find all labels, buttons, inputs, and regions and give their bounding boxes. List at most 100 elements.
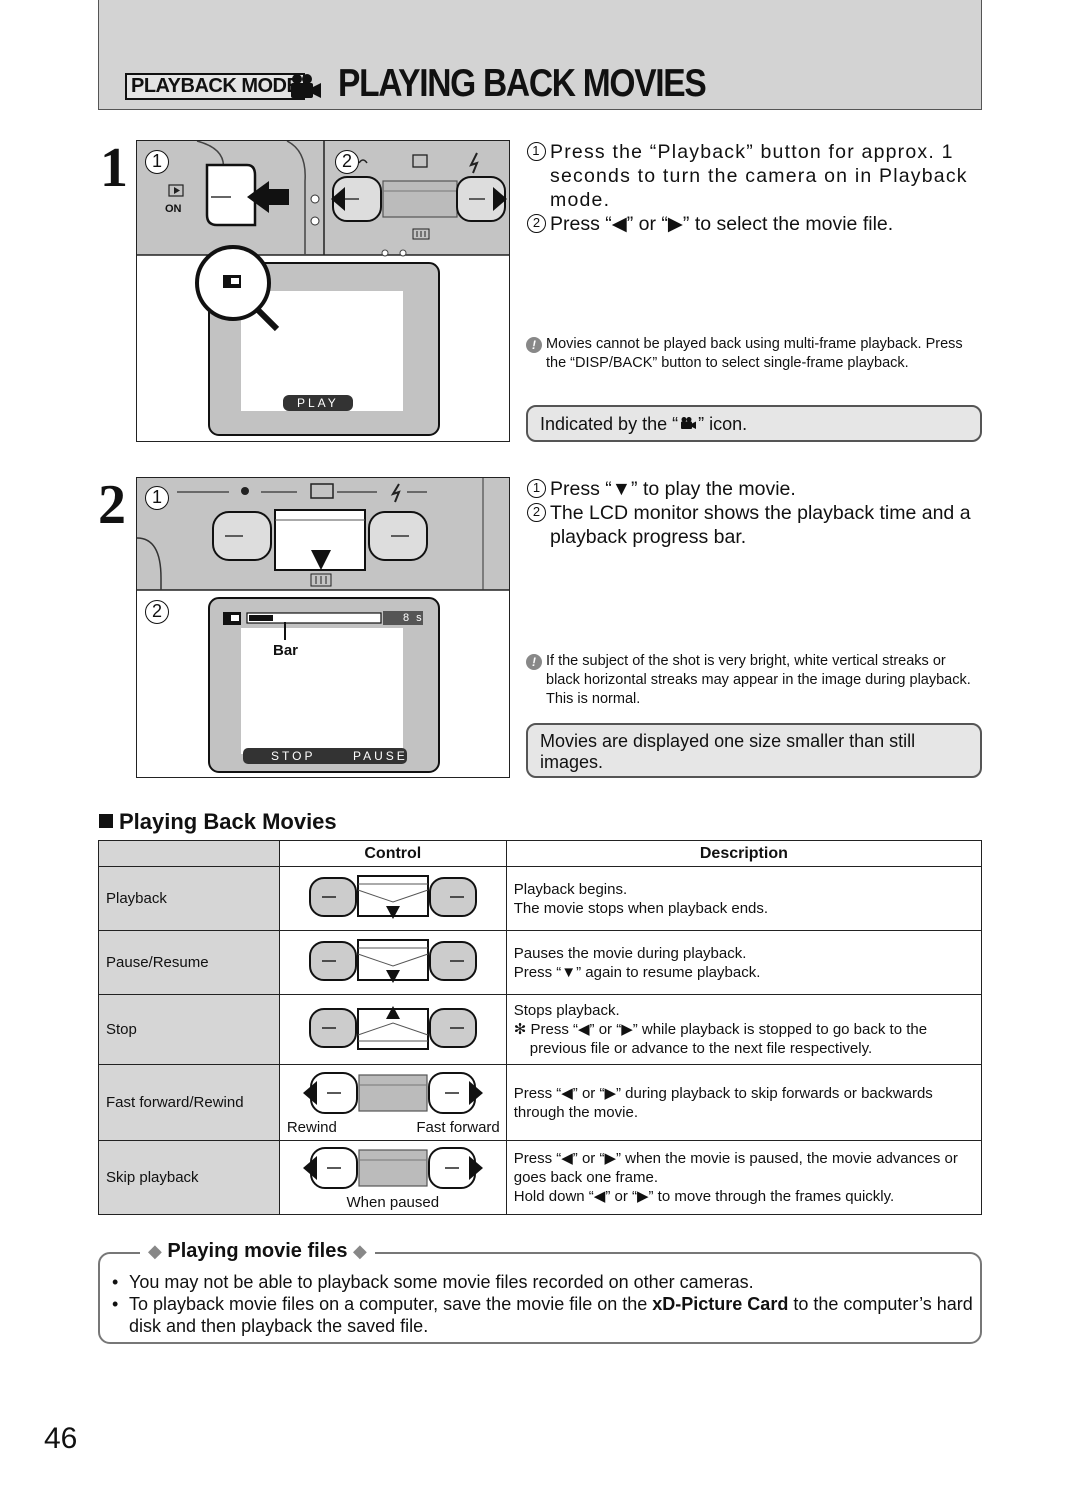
desc-line: ✻ Press “◀” or “▶” while playback is sto… (513, 1021, 928, 1057)
bullet-text: To playback movie files on a computer, s… (129, 1294, 653, 1314)
table-row: Pause/Resume Pauses the movie during pla… (98, 930, 983, 995)
row-label: Pause/Resume (98, 930, 280, 995)
bullet-text-bold: xD-Picture Card (652, 1294, 789, 1314)
note-streaks: ! If the subject of the shot is very bri… (526, 652, 983, 709)
note-text: If the subject of the shot is very brigh… (546, 653, 971, 707)
left-right-button-diagram: Rewind Fast forward (278, 1064, 507, 1141)
table-row: Playback Playback begins.The movie stops… (98, 866, 983, 931)
row-label: Skip playback (98, 1140, 280, 1215)
page-title: PLAYING BACK MOVIES (338, 62, 707, 105)
table-header-empty (98, 840, 280, 867)
instruction-text: Press the “Playback” button for approx. … (550, 141, 968, 211)
step2-camera-illustration (137, 478, 509, 773)
row-label: Playback (98, 866, 280, 931)
instruction-marker: 2 (527, 503, 546, 522)
down-button-diagram (278, 866, 507, 931)
lcd-stop-pause-chip (243, 748, 407, 764)
marker-1: 1 (145, 486, 169, 510)
movie-camera-icon (681, 417, 697, 429)
movie-files-title: Playing movie files (167, 1240, 348, 1262)
fast-forward-caption: Fast forward (416, 1119, 500, 1136)
table-row: Fast forward/Rewind Rewind Fast forward … (98, 1064, 983, 1141)
instruction-marker: 2 (527, 214, 546, 233)
step1-figure: 1 2 ON PLAY (136, 140, 510, 442)
bullet-text: to the computer’s hard disk and then pla… (129, 1294, 973, 1336)
down-button-diagram (278, 930, 507, 995)
row-description: Press “◀” or “▶” during playback to skip… (505, 1064, 983, 1141)
controls-table: Control Description Playback Playback be… (98, 840, 983, 1215)
callout-movie-icon: Indicated by the “ ” icon. (526, 405, 982, 442)
note-multiframe: ! Movies cannot be played back using mul… (526, 335, 983, 373)
left-right-button-diagram: When paused (278, 1140, 507, 1215)
section-title: Playing Back Movies (119, 809, 337, 834)
instruction-marker: 1 (527, 479, 546, 498)
desc-line: Hold down “◀” or “▶” to move through the… (513, 1188, 895, 1205)
note-text: Movies cannot be played back using multi… (546, 336, 963, 371)
lcd-play-label: PLAY (297, 396, 339, 410)
marker-2: 2 (145, 600, 169, 624)
caution-icon: ! (526, 654, 542, 670)
instruction-1: 1 Press the “Playback” button for approx… (527, 140, 983, 212)
desc-line: Press “▼” again to resume playback. (513, 963, 761, 981)
bar-label: Bar (273, 642, 299, 659)
lcd-pause-label: PAUSE (353, 749, 408, 763)
left-right-buttons-icon (302, 1072, 483, 1114)
marker-2: 2 (335, 150, 359, 174)
instruction-text: Press “◀” or “▶” to select the movie fil… (550, 213, 894, 235)
row-description: Playback begins.The movie stops when pla… (505, 866, 983, 931)
list-item: You may not be able to playback some mov… (112, 1271, 976, 1293)
square-bullet-icon (99, 814, 113, 828)
desc-line: The movie stops when playback ends. (513, 899, 769, 917)
up-button-icon (308, 1005, 477, 1050)
diamond-icon: ◆ (353, 1241, 367, 1261)
desc-line: Playback begins. (513, 880, 628, 898)
instruction-2: 2 Press “◀” or “▶” to select the movie f… (527, 212, 983, 236)
desc-line: Stops playback. (513, 1002, 620, 1019)
instruction-2: 2 The LCD monitor shows the playback tim… (527, 501, 983, 549)
section-heading: Playing Back Movies (99, 809, 337, 835)
step1-instructions: 1 Press the “Playback” button for approx… (527, 140, 983, 236)
left-right-buttons-icon (302, 1147, 483, 1189)
movie-files-box (98, 1252, 982, 1344)
on-label: ON (165, 203, 182, 215)
step-number-1: 1 (100, 137, 128, 199)
row-label: Fast forward/Rewind (98, 1064, 280, 1141)
step-number-2: 2 (98, 474, 126, 536)
table-row: Skip playback When paused Press “◀” or “… (98, 1140, 983, 1215)
row-label: Stop (98, 994, 280, 1065)
lcd-stop-label: STOP (271, 749, 316, 763)
down-button-icon (308, 938, 477, 983)
desc-line: Pauses the movie during playback. (513, 944, 747, 962)
caution-icon: ! (526, 337, 542, 353)
instruction-1: 1 Press “▼” to play the movie. (527, 477, 983, 501)
instruction-text: The LCD monitor shows the playback time … (550, 502, 971, 548)
callout-text-after: ” icon. (698, 414, 748, 434)
desc-line: Press “◀” or “▶” when the movie is pause… (513, 1150, 958, 1186)
when-paused-caption: When paused (346, 1194, 440, 1211)
rewind-caption: Rewind (286, 1119, 337, 1136)
instruction-text: Press “▼” to play the movie. (550, 478, 796, 500)
playback-mode-label: PLAYBACK MODE (125, 73, 306, 100)
step1-camera-illustration (137, 141, 509, 436)
marker-1: 1 (145, 150, 169, 174)
movie-files-heading: ◆ Playing movie files ◆ (140, 1240, 375, 1263)
lcd-time: 8 s (403, 612, 424, 624)
step2-instructions: 1 Press “▼” to play the movie. 2 The LCD… (527, 477, 983, 549)
movie-camera-icon (291, 74, 321, 98)
diamond-icon: ◆ (148, 1241, 162, 1261)
desc-line: Press “◀” or “▶” during playback to skip… (513, 1084, 933, 1121)
table-header-row: Control Description (98, 840, 983, 867)
callout-smaller-size: Movies are displayed one size smaller th… (526, 723, 982, 778)
control-captions: Rewind Fast forward (280, 1119, 506, 1138)
col-control: Control (278, 840, 507, 867)
callout-text-before: Indicated by the “ (540, 414, 679, 434)
down-button-icon (308, 874, 477, 919)
row-description: Press “◀” or “▶” when the movie is pause… (505, 1140, 983, 1215)
row-description: Pauses the movie during playback.Press “… (505, 930, 983, 995)
table-row: Stop Stops playback. ✻ Press “◀” or “▶” w… (98, 994, 983, 1065)
instruction-marker: 1 (527, 142, 546, 161)
step2-figure: 1 2 8 s Bar STOP PAUSE (136, 477, 510, 778)
row-description: Stops playback. ✻ Press “◀” or “▶” while … (505, 994, 983, 1065)
movie-files-list: You may not be able to playback some mov… (112, 1271, 976, 1337)
